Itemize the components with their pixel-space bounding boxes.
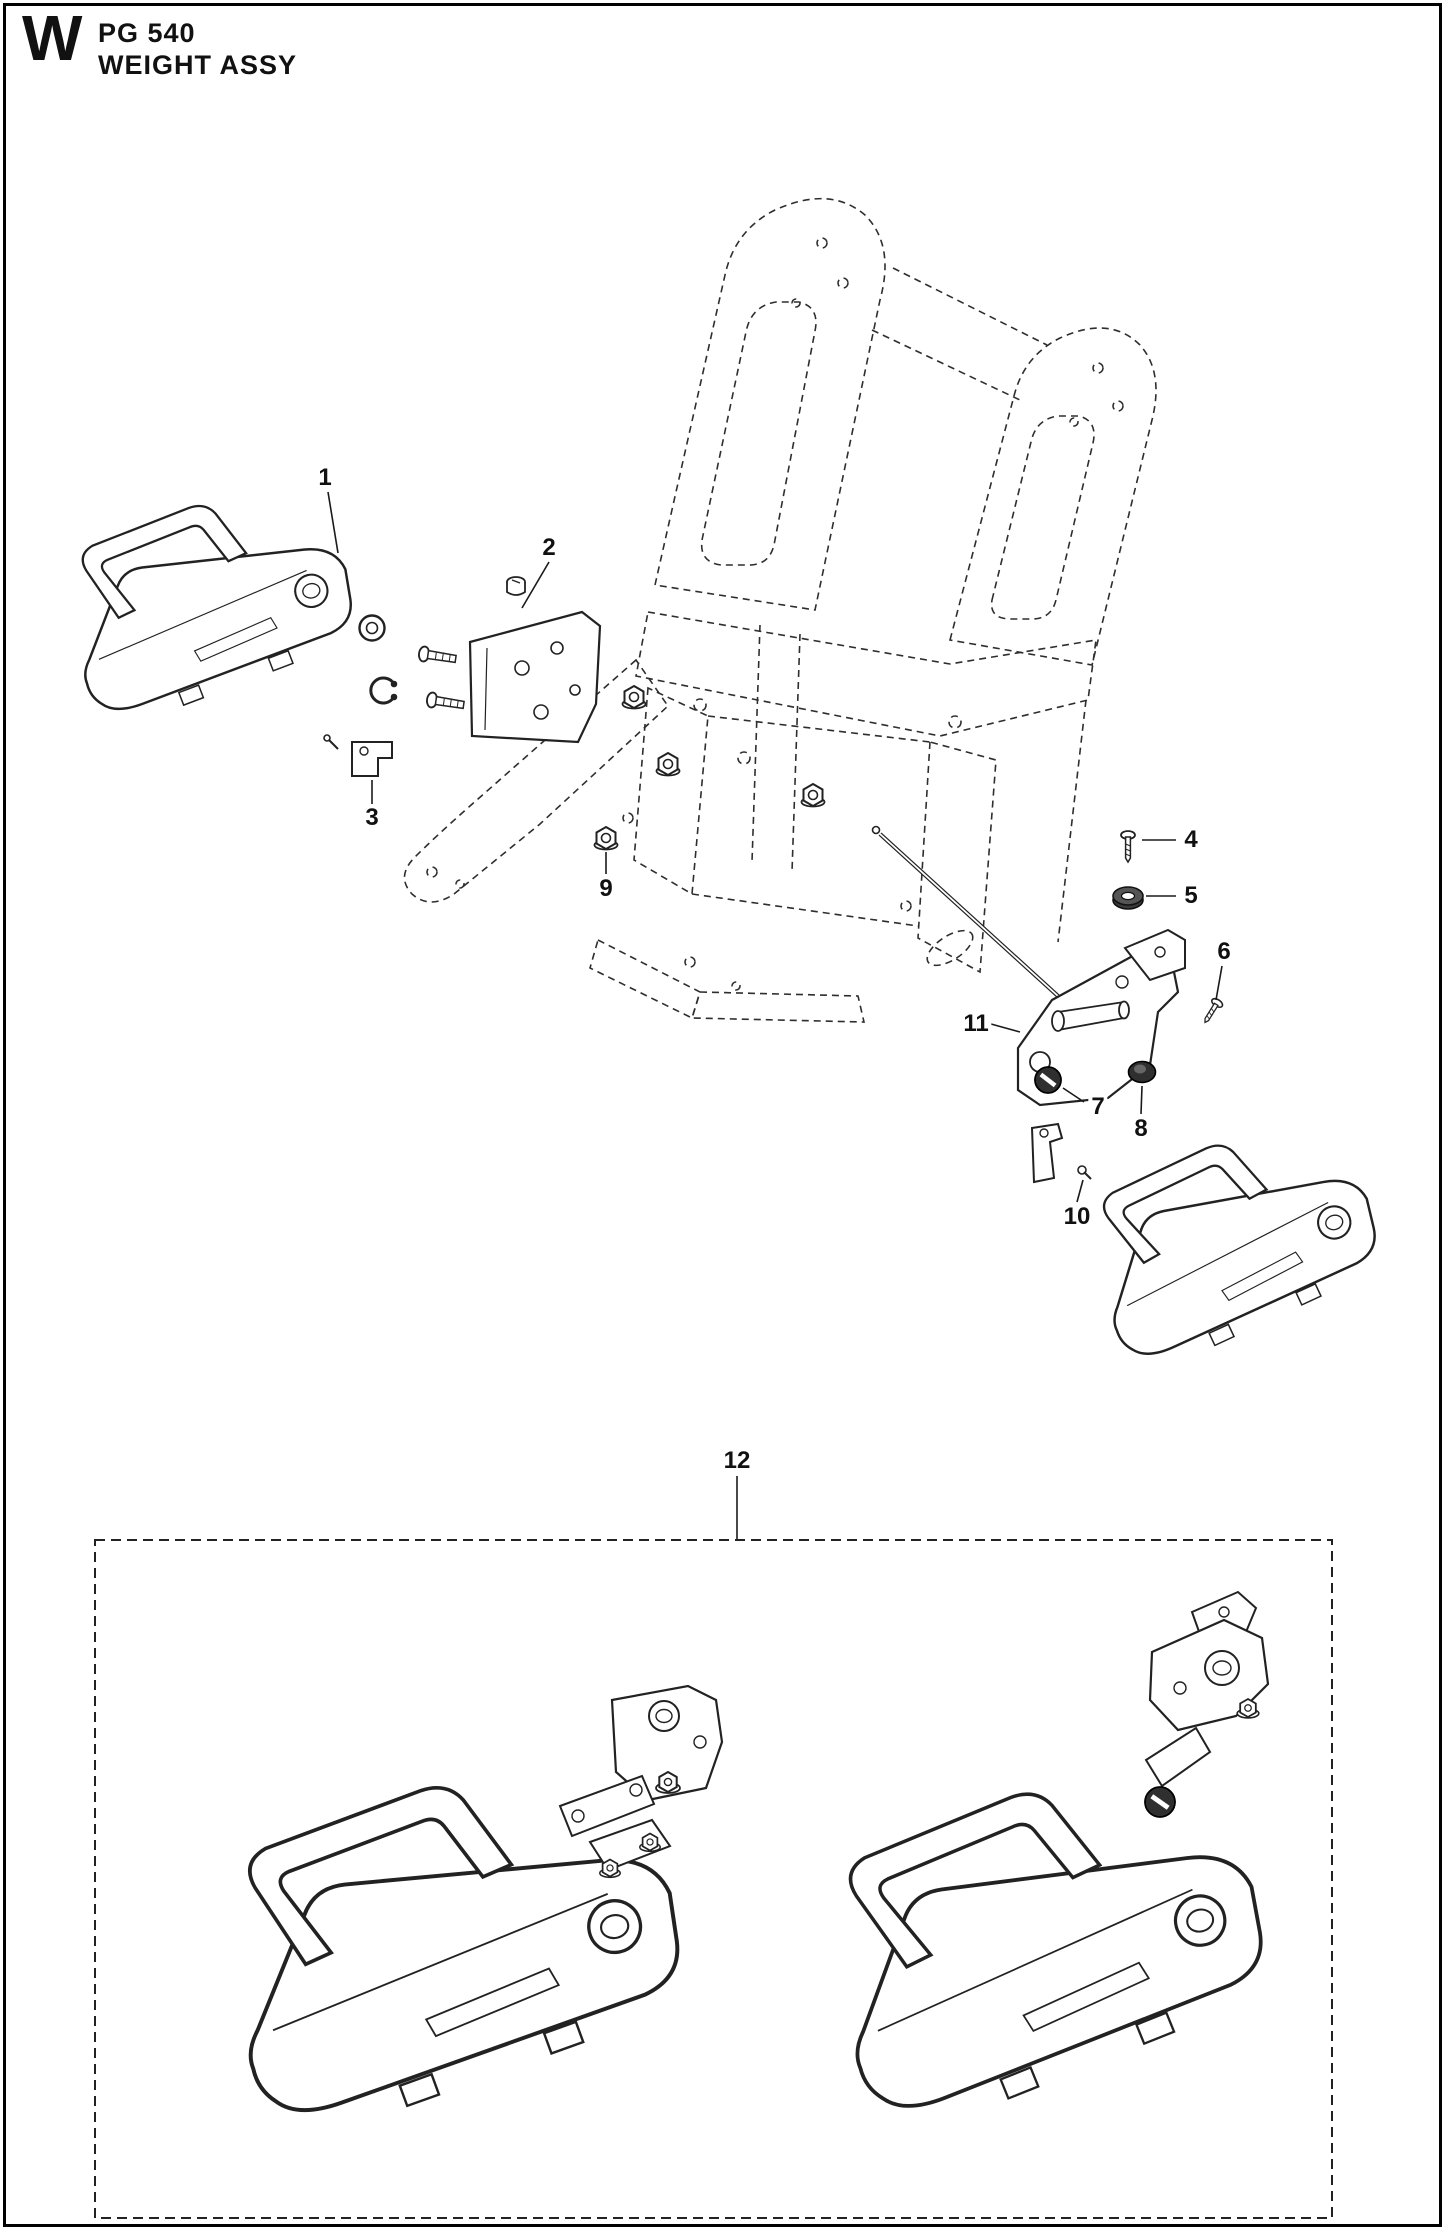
model-code: PG 540 (98, 18, 196, 48)
callout-2: 2 (539, 534, 559, 562)
kit-assembly-right (803, 1590, 1289, 2134)
callout-11: 11 (960, 1010, 992, 1038)
callout-1: 1 (315, 464, 335, 492)
part-5-grommet (1112, 886, 1144, 910)
leader-lines (327, 491, 1223, 1540)
part-3-clip (323, 734, 393, 777)
part-1-weight-left (52, 475, 369, 727)
callout-4: 4 (1181, 826, 1201, 854)
kit-assembly-left (201, 1684, 724, 2138)
callout-10: 10 (1060, 1203, 1094, 1231)
callout-9: 9 (596, 875, 616, 903)
callout-8: 8 (1131, 1115, 1151, 1143)
callout-3: 3 (362, 804, 382, 832)
part-circlip (369, 676, 398, 705)
kit-left-bracket (558, 1684, 724, 1879)
callout-7: 7 (1088, 1093, 1108, 1121)
part-8-cap-plug (1127, 1060, 1157, 1084)
part-bushing (358, 614, 386, 642)
callout-6: 6 (1214, 938, 1234, 966)
part-pan-screws (418, 645, 465, 710)
part-7-slotted-plug (1034, 1066, 1062, 1094)
part-2-bolt (506, 576, 526, 596)
long-rod (871, 825, 1060, 998)
part-10-clip (1030, 1122, 1092, 1184)
section-letter: W (22, 2, 82, 74)
kit-right-knob (1144, 1786, 1176, 1818)
part-2-mount-bracket (468, 576, 602, 744)
callout-5: 5 (1181, 882, 1201, 910)
part-4-screw (1120, 830, 1136, 863)
page-title: WEIGHT ASSY (98, 50, 298, 80)
kit-right-bracket (1144, 1590, 1270, 1818)
flange-nuts (621, 685, 826, 808)
part-12-kit-box (94, 1539, 1333, 2219)
part-9-nut (593, 826, 619, 851)
part-weight-right (1072, 1106, 1396, 1373)
part-6-screw (1199, 996, 1225, 1027)
bracket-axle (1051, 1000, 1130, 1032)
chassis-outline-dashed (403, 197, 1157, 1023)
callout-12: 12 (720, 1447, 754, 1475)
